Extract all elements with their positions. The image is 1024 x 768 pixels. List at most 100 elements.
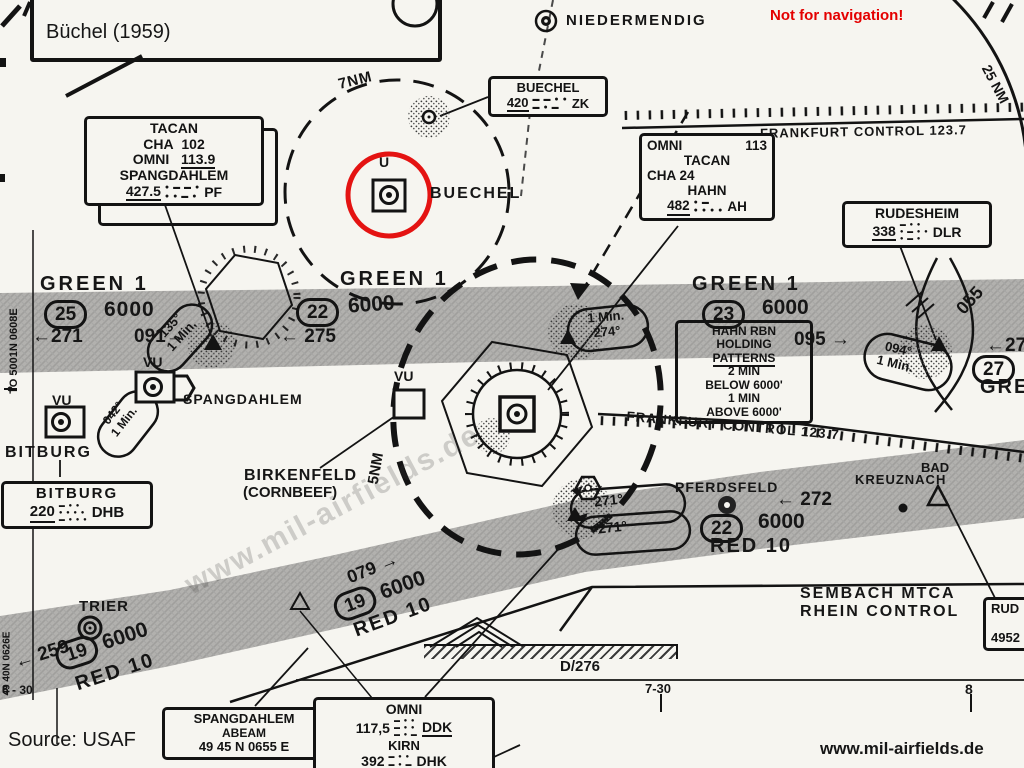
green1-left-course-w: ←271	[32, 326, 83, 347]
rud-abeam-l1: RUD	[991, 601, 1020, 616]
gridlabel-8: 8	[965, 681, 973, 697]
hahn-morse: ● ▬● ● ● ●	[693, 198, 724, 214]
vu-label-spangdahlem: VU	[143, 354, 163, 370]
green1-edge-badge: 27	[972, 355, 1016, 384]
kirn-ndb-freq: 392	[361, 752, 385, 768]
abeam-coords: 49 45 N 0655 E	[198, 738, 290, 754]
danger-area-d276: D/276	[560, 658, 601, 675]
green1-right-course: 095 →	[794, 329, 850, 350]
tacan-morse: ● ▬ ▬ ●● ● ▬ ●	[164, 184, 201, 200]
holding-pferdsfeld-1: 271°	[593, 490, 624, 510]
bitburg-beacon	[44, 405, 86, 439]
place-trier: TRIER	[79, 598, 129, 615]
hahn-rbn-below: BELOW 6000'	[705, 377, 783, 392]
spangdahlem-beacon	[134, 370, 196, 404]
rudesheim-name: RUDESHEIM	[874, 205, 959, 221]
buechel-beacon	[345, 151, 433, 239]
hahn-rbn-holding-box: HAHN RBN HOLDING PATTERNS 2 MIN BELOW 60…	[675, 320, 813, 425]
boundary-line-top	[621, 117, 1024, 130]
compass-rose-main	[440, 340, 594, 488]
neatline-diagonal	[65, 54, 143, 98]
rhein-control: RHEIN CONTROL	[800, 603, 960, 620]
hahn-rbn-1min: 1 MIN	[727, 391, 760, 406]
bitburg-ident: DHB	[91, 504, 125, 522]
terrain-chevrons	[429, 616, 525, 648]
vu-label-birkenfeld: VU	[394, 368, 414, 384]
sector-boundary	[229, 582, 1024, 704]
tacan-ident: PF	[204, 183, 223, 200]
green1-right-badge: 23	[702, 300, 746, 329]
kirn-omni-morse: ▬ ● ●▬ ● ●▬ ● ▬	[393, 717, 418, 739]
hahn-ident: AH	[727, 199, 747, 215]
buechel-freq: 420	[506, 95, 529, 113]
rudesheim-morse: ▬ ● ●● ▬ ● ●● ▬ ●	[899, 221, 929, 243]
buechel-class-u: U	[379, 154, 390, 170]
hahn-freq: 482	[667, 198, 690, 216]
abeam-name: SPANGDAHLEM	[193, 711, 295, 726]
hahn-rbn-title: HAHN RBN	[712, 324, 776, 338]
range-ring-5nm	[390, 256, 664, 558]
green1-airway-band	[0, 279, 1024, 373]
boundary-ticks-mid	[797, 426, 1024, 463]
tacan-omni-freq: 113.9	[180, 151, 216, 170]
dashed-bearing-line	[578, 111, 690, 296]
tacan-ndb-freq: 427.5	[125, 183, 161, 202]
navaid-box-rudesheim: RUDESHEIM 338 ▬ ● ●● ▬ ● ●● ▬ ● DLR	[842, 201, 992, 249]
hahn-channel: CHA 24	[647, 168, 695, 184]
buechel-morse: ▬ ▬ ● ●▬ ● ▬	[532, 95, 568, 111]
boundary-ticks-top	[621, 102, 1024, 120]
red10-mid-course: ← 272	[776, 489, 832, 510]
navaid-box-spangdahlem-tacan: TACAN CHA 102 OMNI 113.9 SPANGDAHLEM 427…	[84, 116, 264, 207]
gridlabel-6-30: 6 - 30	[2, 683, 33, 697]
green1-edge-name: GREE	[980, 376, 1024, 398]
kirn-name: KIRN	[388, 738, 420, 754]
danger-area-hatch	[424, 644, 678, 659]
vu-label-bitburg: VU	[52, 392, 72, 408]
place-kreuznach: KREUZNACH	[855, 472, 947, 487]
green1-left-course-e: 091→	[134, 326, 185, 347]
hahn-rbn-2min: 2 MIN	[727, 364, 760, 379]
red10-mid-name: RED 10	[710, 535, 793, 557]
top-inset-box	[30, 0, 442, 62]
kirn-omni-ident: DDK	[421, 719, 453, 738]
navaid-box-kirn: OMNI 117,5 ▬ ● ●▬ ● ●▬ ● ▬ DDK KIRN 392 …	[313, 697, 495, 768]
fix-dot	[898, 503, 908, 513]
edge-mark	[22, 1, 32, 17]
pferdsfeld-hexagon	[574, 475, 602, 501]
buechel-ndb-name: BUECHEL	[516, 80, 580, 95]
meridian-label-left: TO 5001N 0608E	[8, 308, 20, 394]
niedermendig-beacon	[534, 9, 558, 33]
tacan-title: TACAN	[150, 120, 198, 136]
green1-mid-alt: 6000	[347, 291, 396, 318]
abeam-label: ABEAM	[222, 725, 266, 740]
boundary-line-mid	[799, 422, 1024, 454]
edge-mark	[982, 1, 995, 19]
holding-pferdsfeld-2: 271°	[597, 517, 628, 537]
place-niedermendig: NIEDERMENDIG	[566, 12, 707, 29]
rudesheim-ident: DLR	[932, 223, 962, 240]
arrowhead	[576, 513, 588, 523]
rudesheim-abeam-box: RUD A 4952	[983, 597, 1024, 651]
spangdahlem-abeam-box: SPANGDAHLEM ABEAM 49 45 N 0655 E	[162, 707, 326, 760]
red10-airway-band	[0, 440, 1024, 700]
navaid-box-bitburg: BITBURG 220 ▬ ● ●● ● ● ●▬ ● ● ● DHB	[1, 481, 153, 530]
rud-abeam-l3: 4952	[991, 630, 1020, 646]
kirn-ndb-ident: DHK	[416, 752, 447, 768]
place-spangdahlem: SPANGDAHLEM	[183, 391, 303, 407]
green1-mid-course: ← 275	[280, 326, 336, 347]
hatch-marks	[905, 291, 935, 319]
birkenfeld-fix-square	[392, 388, 426, 420]
website-link[interactable]: www.mil-airfields.de	[820, 739, 984, 758]
red10-mid-badge: 22	[700, 514, 744, 543]
range-arc-25nm	[951, 0, 1024, 149]
top-box-symbol	[391, 0, 439, 28]
buechel-ident: ZK	[571, 95, 590, 111]
source-credit: Source: USAF	[8, 729, 136, 751]
place-birkenfeld: BIRKENFELD	[244, 467, 358, 484]
place-cornbeef: (CORNBEEF)	[243, 484, 338, 501]
tacan-name: SPANGDAHLEM	[119, 167, 229, 184]
trier-beacon	[77, 615, 103, 641]
